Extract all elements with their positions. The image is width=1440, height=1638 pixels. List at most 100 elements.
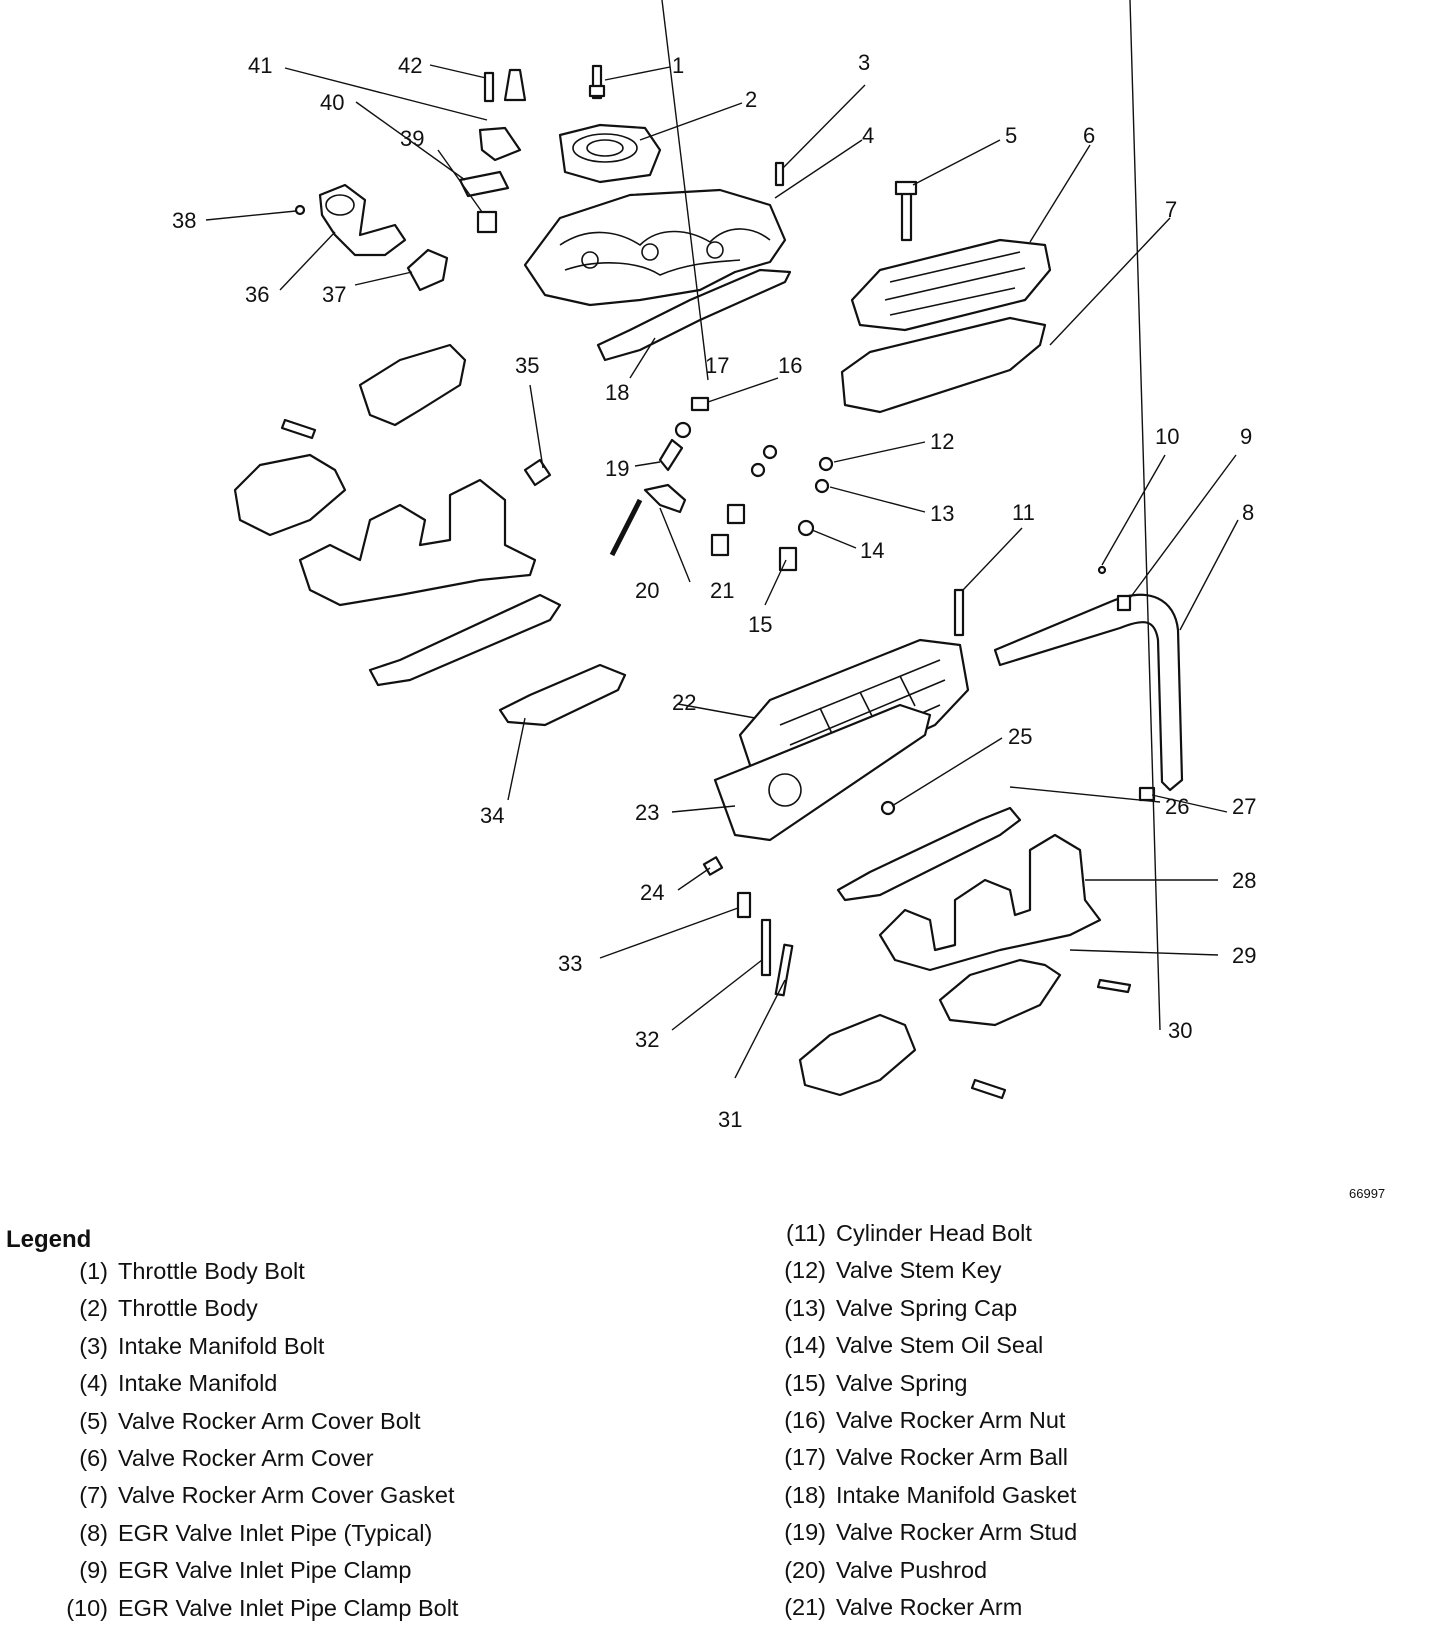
oxygen-sensor-left [280,418,317,440]
short-fitting [736,891,752,919]
legend-item-number: (13) [784,1294,826,1321]
callout-labels: 1 2 3 4 5 6 7 8 9 10 11 12 13 14 15 16 1… [172,50,1256,1132]
legend-title: Legend [6,1226,92,1253]
valve-rocker-arm-ball [674,421,692,439]
heat-shield-upper-left [358,343,467,427]
legend-item-label: EGR Valve Inlet Pipe Clamp Bolt [118,1594,459,1621]
egr-adapter-gasket [458,170,510,198]
legend-item-label: EGR Valve Inlet Pipe (Typical) [118,1519,433,1546]
callout-34: 34 [480,803,504,828]
legend-item: (16)Valve Rocker Arm Nut [770,1402,1077,1439]
legend-item-number: (21) [784,1593,826,1620]
legend-item-number: (20) [784,1556,826,1583]
legend-item-label: Cylinder Head Bolt [836,1220,1032,1246]
legend-item: (17)Valve Rocker Arm Ball [770,1439,1077,1476]
exhaust-manifold-right [878,833,1102,972]
legend-item-label: Valve Rocker Arm Stud [836,1519,1078,1546]
intake-manifold [523,188,787,307]
legend-item: (8)EGR Valve Inlet Pipe (Typical) [52,1515,458,1552]
egr-tube-bracket [523,458,552,487]
callout-19: 19 [605,456,629,481]
legend-item-label: Intake Manifold Bolt [118,1332,325,1359]
egr-valve [318,183,407,257]
legend-item-number: (15) [784,1369,826,1396]
valve-rocker-arm-cover-gasket [840,316,1047,414]
callout-21: 21 [710,578,734,603]
legend-item: (11)Cylinder Head Bolt [770,1215,1077,1252]
callout-12: 12 [930,429,954,454]
legend-item-number: (1) [79,1258,108,1284]
callout-23: 23 [635,800,659,825]
egr-adapter [476,210,498,234]
callout-42: 42 [398,53,422,78]
callout-36: 36 [245,282,269,307]
callout-41: 41 [248,53,272,78]
egr-pipe-flange [478,126,522,162]
legend-item-number: (14) [784,1332,826,1359]
legend-item-number: (10) [66,1594,108,1621]
legend-item: (18) Intake Manifold Gasket [770,1477,1077,1514]
exhaust-manifold-gasket-lower-left [498,663,627,727]
callout-3: 3 [858,50,870,75]
callout-27: 27 [1232,794,1256,819]
egr-valve-inlet-pipe-clamp [1116,594,1132,612]
legend-item-label: Valve Stem Oil Seal [836,1332,1044,1359]
legend-item: (1) Throttle Body Bolt [52,1253,458,1290]
callout-22: 22 [672,690,696,715]
exhaust-gasket-left [368,593,562,687]
callout-24: 24 [640,880,664,905]
egr-sensor [503,68,527,102]
legend-item-label: Valve Spring [836,1369,968,1396]
legend-item-label: Valve Rocker Arm Cover Bolt [118,1407,421,1434]
callout-16: 16 [778,353,802,378]
legend-item-label: EGR Valve Inlet Pipe Clamp [118,1557,412,1584]
valve-rocker-arm-stud [658,438,684,472]
legend-item: (13)Valve Spring Cap [770,1290,1077,1327]
egr-valve-inlet-pipe [993,593,1184,792]
legend-item: (3) Intake Manifold Bolt [52,1328,458,1365]
legend-item: (14) Valve Stem Oil Seal [770,1327,1077,1364]
legend-item-number: (12) [784,1257,826,1284]
egr-valve-bolt [294,204,306,216]
legend-item-number: (3) [79,1332,108,1359]
callout-1: 1 [672,53,684,78]
callout-8: 8 [1242,500,1254,525]
callout-26: 26 [1165,794,1189,819]
legend-item-label: Valve Rocker Arm Cover [118,1444,374,1471]
legend-item: (12) Valve Stem Key [770,1252,1077,1289]
legend-item-label: Valve Rocker Arm Nut [836,1406,1066,1433]
legend-item-label: Throttle Body [118,1295,258,1322]
legend-item-label: Valve Rocker Arm [836,1593,1023,1620]
callout-4: 4 [862,123,874,148]
egr-valve-inlet-pipe-clamp-bolt [1097,565,1107,575]
legend-item: (7)Valve Rocker Arm Cover Gasket [52,1477,458,1514]
exploded-view-diagram: 1 2 3 4 5 6 7 8 9 10 11 12 13 14 15 16 1… [172,0,1256,1132]
callout-15: 15 [748,612,772,637]
legend-item: (5)Valve Rocker Arm Cover Bolt [52,1403,458,1440]
legend-item: (15) Valve Spring [770,1365,1077,1402]
callout-39: 39 [400,126,424,151]
throttle-body-bolt [588,64,606,100]
valve-rocker-arm-cover [850,238,1052,332]
intake-manifold-gasket [596,268,792,362]
dowel-pin-left [702,856,724,876]
callout-30: 30 [1168,1018,1192,1043]
legend-item-label: Throttle Body Bolt [118,1258,305,1284]
parts-drawing [233,64,1184,1100]
legend-item-label: Intake Manifold Gasket [836,1481,1077,1508]
callout-11: 11 [1012,500,1035,525]
legend-item: (2)Throttle Body [52,1290,458,1327]
exhaust-gasket-right [836,806,1022,902]
legend-item-number: (18) [784,1481,826,1508]
callout-31: 31 [718,1107,742,1132]
callout-5: 5 [1005,123,1017,148]
callout-32: 32 [635,1027,659,1052]
legend-item: (20)Valve Pushrod [770,1552,1077,1589]
valve-rocker-arm [643,483,687,514]
callout-28: 28 [1232,868,1256,893]
long-bolt-1 [774,943,794,997]
legend-item-label: Valve Stem Key [836,1257,1002,1284]
legend-item-number: (7) [79,1482,108,1509]
legend-item: (6)Valve Rocker Arm Cover [52,1440,458,1477]
legend-right-column: (11)Cylinder Head Bolt (12) Valve Stem Ke… [770,1215,1077,1626]
